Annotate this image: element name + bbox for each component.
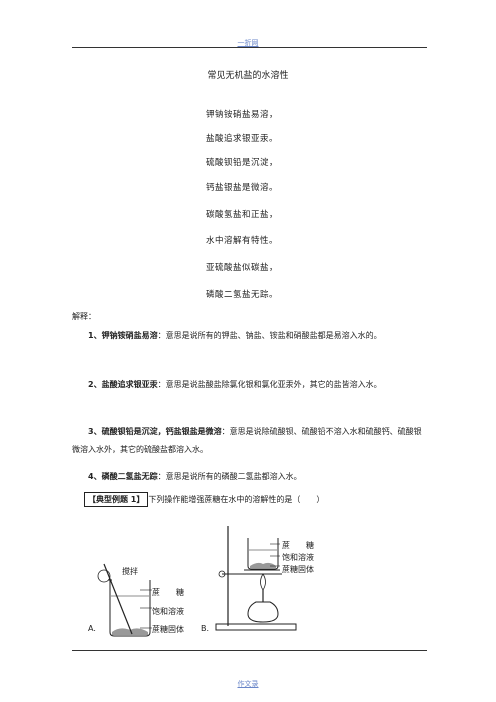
- verse-line: 硫酸钡铅是沉淀，: [206, 158, 279, 168]
- figure-a-label: 蔗糖固体: [152, 625, 184, 634]
- figure-b-label: 饱和溶液: [282, 553, 314, 562]
- explanation-text: ：意思是说盐酸盐除氯化银和氯化亚汞外，其它的盐皆溶入水。: [157, 380, 382, 389]
- figure-b-apparatus: [215, 526, 297, 631]
- option-b[interactable]: B.: [201, 624, 210, 633]
- header-link[interactable]: 一折网: [237, 39, 259, 47]
- verse-line: 钾钠铵硝盐易溶，: [206, 110, 279, 120]
- explanation-key: 4、磷酸二氢盐无踪: [88, 472, 158, 481]
- footer-link[interactable]: 作文录: [237, 680, 259, 688]
- explanation-key: 3、硫酸钡铅是沉淀，钙盐银盐是微溶: [88, 427, 222, 436]
- explanation-text: ：意思是说所有的磷酸二氢盐都溶入水。: [157, 472, 302, 481]
- verse-line: 磷酸二氢盐无踪。: [206, 290, 279, 300]
- verse-line: 水中溶解有特性。: [206, 236, 279, 246]
- explanation-key: 2、盐酸追求银亚汞: [88, 380, 158, 389]
- explanation-item: 3、硫酸钡铅是沉淀，钙盐银盐是微溶：意思是说除硫酸钡、硫酸铅不溶入水和硫酸钙、硫…: [72, 423, 428, 459]
- figure-a-label: 饱和溶液: [152, 607, 184, 616]
- explanation-text: ：意思是说所有的钾盐、钠盐、铵盐和硝酸盐都是易溶入水的。: [157, 331, 382, 340]
- explanation-item: 2、盐酸追求银亚汞：意思是说盐酸盐除氯化银和氯化亚汞外，其它的盐皆溶入水。: [72, 376, 428, 394]
- figure-a-beaker: [97, 563, 152, 637]
- verse-line: 盐酸追求银亚汞。: [206, 134, 279, 144]
- question-label: 【典型例题 1】: [84, 492, 149, 507]
- stir-label: 搅拌: [122, 567, 138, 576]
- verse-line: 亚硫酸盐似碳盐，: [206, 263, 279, 273]
- footer-rule: [72, 650, 427, 651]
- verse-line: 钙盐银盐是微溶。: [206, 183, 279, 193]
- explanation-item: 4、磷酸二氢盐无踪：意思是说所有的磷酸二氢盐都溶入水。: [72, 468, 428, 486]
- figure-b-label: 蔗 糖: [282, 541, 314, 550]
- verse-line: 碳酸氢盐和正盐，: [206, 210, 279, 220]
- question-text: 下列操作能增强蔗糖在水中的溶解性的是（ ）: [148, 495, 325, 504]
- page-title: 常见无机盐的水溶性: [207, 71, 289, 81]
- figure-b-label: 蔗糖固体: [282, 565, 314, 574]
- question: 【典型例题 1】下列操作能增强蔗糖在水中的溶解性的是（ ）: [72, 492, 324, 507]
- explain-label: 解释：: [72, 312, 96, 321]
- explanation-key: 1、钾钠铵硝盐易溶: [88, 331, 158, 340]
- explanation-text: ：意思是说除硫酸钡、硫酸铅不溶入水和硫酸钙、硫酸银微溶入水外，其它的硫酸盐都溶入…: [72, 427, 422, 454]
- explanation-item: 1、钾钠铵硝盐易溶：意思是说所有的钾盐、钠盐、铵盐和硝酸盐都是易溶入水的。: [72, 327, 428, 345]
- figure-a-label: 蔗 糖: [152, 588, 184, 597]
- header-rule: [72, 47, 427, 48]
- option-a[interactable]: A.: [88, 624, 96, 633]
